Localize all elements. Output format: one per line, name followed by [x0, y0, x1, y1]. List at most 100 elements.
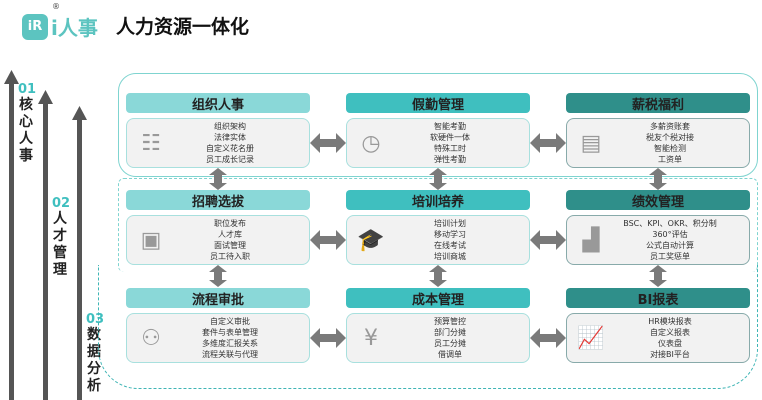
bidirectional-arrow-vertical	[429, 265, 447, 287]
module-item: 工资单	[658, 155, 682, 164]
level-label: 核心人事	[19, 97, 33, 164]
bidirectional-arrow-vertical	[649, 168, 667, 190]
clipboard-clock-icon: ◷	[361, 130, 381, 156]
module-item: HR模块报表	[648, 317, 692, 326]
module-card: ⚇ 自定义审批套件与表单管理多维度汇报关系流程关联与代理	[126, 313, 310, 363]
module-card: ☷ 组织架构法律实体自定义花名册员工成长记录	[126, 118, 310, 168]
module-header: 薪税福利	[566, 93, 750, 113]
bidirectional-arrow-horizontal	[530, 133, 566, 153]
module-card: 🎓培训计划移动学习在线考试培训商城	[346, 215, 530, 265]
level-num: 02	[52, 196, 71, 211]
module-item: 人才库	[218, 230, 242, 239]
bidirectional-arrow-horizontal	[530, 230, 566, 250]
module-item: 弹性考勤	[434, 155, 466, 164]
module-item: 套件与表单管理	[202, 328, 258, 337]
level-arrows	[4, 70, 87, 400]
module-item: BSC、KPI、OKR、积分制	[623, 219, 717, 228]
bidirectional-arrow-horizontal	[310, 230, 346, 250]
module-item: 移动学习	[434, 230, 466, 239]
module-card: 📈 HR模块报表自定义报表仪表盘对接BI平台	[566, 313, 750, 363]
level-num: 03	[86, 312, 105, 327]
module-item: 部门分摊	[434, 328, 466, 337]
module-header: 成本管理	[346, 288, 530, 308]
bidirectional-arrow-vertical	[649, 265, 667, 287]
level-arrow-03	[77, 118, 82, 400]
module-item: 培训计划	[434, 219, 466, 228]
module-item: 自定义审批	[210, 317, 250, 326]
workflow-people-icon: ⚇	[141, 325, 161, 351]
level-arrow-02	[43, 102, 48, 400]
module-item: 预算管控	[434, 317, 466, 326]
module-item: 组织架构	[214, 122, 246, 131]
module-card: ▣ 职位发布人才库面试管理员工待入职	[126, 215, 310, 265]
module-items: 预算管控部门分摊员工分摊借调单	[395, 316, 529, 360]
module-header: BI报表	[566, 288, 750, 308]
module-card: ◷ 智能考勤软硬件一体特殊工时弹性考勤	[346, 118, 530, 168]
level-02: 02 人才管理	[52, 196, 70, 279]
module-items: 智能考勤软硬件一体特殊工时弹性考勤	[395, 121, 529, 165]
module-header: 招聘选拔	[126, 190, 310, 210]
module-item: 员工奖惩单	[650, 252, 690, 261]
module-card: ▟ BSC、KPI、OKR、积分制 360°评估公式自动计算员工奖惩单	[566, 215, 750, 265]
module-items: 组织架构法律实体自定义花名册员工成长记录	[175, 121, 309, 165]
module-item: 多薪资账套	[650, 122, 690, 131]
module-item: 特殊工时	[434, 144, 466, 153]
job-resume-icon: ▣	[140, 227, 162, 253]
module-item: 自定义花名册	[206, 144, 254, 153]
module-header: 假勤管理	[346, 93, 530, 113]
logo-mark: iR	[22, 13, 48, 40]
bidirectional-arrow-vertical	[429, 168, 447, 190]
page-title: 人力资源一体化	[116, 16, 250, 38]
module-header: 绩效管理	[566, 190, 750, 210]
module-item: 税友个税对接	[646, 133, 694, 142]
module-item: 360°评估	[652, 230, 688, 239]
module-item: 面试管理	[214, 241, 246, 250]
module-item: 公式自动计算	[646, 241, 694, 250]
logo-text: i人事	[51, 16, 98, 40]
module-item: 员工分摊	[434, 339, 466, 348]
module-items: 培训计划移动学习在线考试培训商城	[395, 218, 529, 262]
module-card: ¥ 预算管控部门分摊员工分摊借调单	[346, 313, 530, 363]
module-header: 培训培养	[346, 190, 530, 210]
module-item: 职位发布	[214, 219, 246, 228]
bidirectional-arrow-horizontal	[530, 328, 566, 348]
level-arrow-01	[9, 82, 14, 400]
money-bag-icon: ¥	[364, 325, 378, 351]
bidirectional-arrow-horizontal	[310, 133, 346, 153]
bidirectional-arrow-vertical	[209, 168, 227, 190]
module-item: 员工成长记录	[206, 155, 254, 164]
module-item: 智能检测	[654, 144, 686, 153]
module-item: 借调单	[438, 350, 462, 359]
module-item: 仪表盘	[658, 339, 682, 348]
climbing-steps-icon: ▟	[582, 227, 600, 253]
module-item: 智能考勤	[434, 122, 466, 131]
logo: iR i人事	[22, 12, 98, 41]
module-item: 培训商城	[434, 252, 466, 261]
module-item: 自定义报表	[650, 328, 690, 337]
module-items: BSC、KPI、OKR、积分制 360°评估公式自动计算员工奖惩单	[615, 218, 749, 262]
module-items: 自定义审批套件与表单管理多维度汇报关系流程关联与代理	[175, 316, 309, 360]
module-item: 流程关联与代理	[202, 350, 258, 359]
module-item: 法律实体	[214, 133, 246, 142]
abacus-icon: ▤	[580, 130, 602, 156]
module-items: 职位发布人才库面试管理员工待入职	[175, 218, 309, 262]
module-items: 多薪资账套税友个税对接智能检测工资单	[615, 121, 749, 165]
module-item: 员工待入职	[210, 252, 250, 261]
zone-data	[98, 265, 758, 389]
registered-mark: ®	[52, 2, 60, 11]
bidirectional-arrow-horizontal	[310, 328, 346, 348]
module-item: 多维度汇报关系	[202, 339, 258, 348]
module-header: 流程审批	[126, 288, 310, 308]
level-label: 人才管理	[53, 211, 67, 278]
module-item: 在线考试	[434, 241, 466, 250]
module-header: 组织人事	[126, 93, 310, 113]
module-item: 软硬件一体	[430, 133, 470, 142]
org-chart-icon: ☷	[141, 130, 161, 156]
level-num: 01	[18, 82, 37, 97]
module-card: ▤ 多薪资账套税友个税对接智能检测工资单	[566, 118, 750, 168]
level-03: 03 数据分析	[86, 312, 104, 395]
level-label: 数据分析	[87, 327, 101, 394]
module-items: HR模块报表自定义报表仪表盘对接BI平台	[615, 316, 749, 360]
module-item: 对接BI平台	[650, 350, 690, 359]
bar-chart-icon: 📈	[577, 325, 605, 351]
